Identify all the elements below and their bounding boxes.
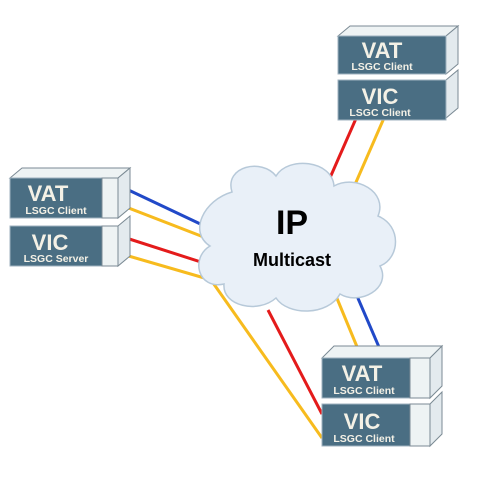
link-red-cloud-vic [266,309,324,415]
cloud-title: IP [276,204,308,242]
node-left: VAT LSGC Client VIC LSGC Server [8,166,132,268]
vic-box-right-top: VIC LSGC Client [337,68,459,121]
vic-label: VIC [362,84,399,109]
node-right-top: VAT LSGC Client VIC LSGC Client [336,24,460,121]
vat-box-left: VAT LSGC Client [8,166,132,220]
vat-box-right-top: VAT LSGC Client [336,24,460,76]
ip-multicast-cloud: IP Multicast [198,162,397,312]
vic-role: LSGC Client [349,107,411,119]
vic-role: LSGC Server [24,253,89,265]
vat-label: VAT [362,38,403,63]
cloud-shape [198,162,397,312]
vat-label: VAT [28,181,69,206]
vat-role: LSGC Client [25,205,87,217]
vat-face [9,177,103,219]
vic-face [9,225,103,267]
vic-box-left: VIC LSGC Server [9,214,131,268]
vat-role: LSGC Client [333,385,395,397]
link-yellow-left-to-bottom-vic [209,279,324,439]
vic-face [337,79,447,121]
vat-label: VAT [342,361,383,386]
link-blue-cloud-vat [355,295,384,355]
cloud-subtitle: Multicast [253,250,331,270]
vat-role: LSGC Client [351,61,413,73]
vic-label: VIC [32,230,69,255]
vic-box-right-bottom: VIC LSGC Client [321,390,443,448]
vat-face [321,357,411,399]
node-right-bottom: VAT LSGC Client VIC LSGC Client [320,344,444,448]
vic-label: VIC [344,409,381,434]
vic-role: LSGC Client [333,433,395,445]
link-yellow-cloud-vat [334,295,362,355]
vat-box-right-bottom: VAT LSGC Client [320,344,444,400]
vat-face [337,35,447,75]
